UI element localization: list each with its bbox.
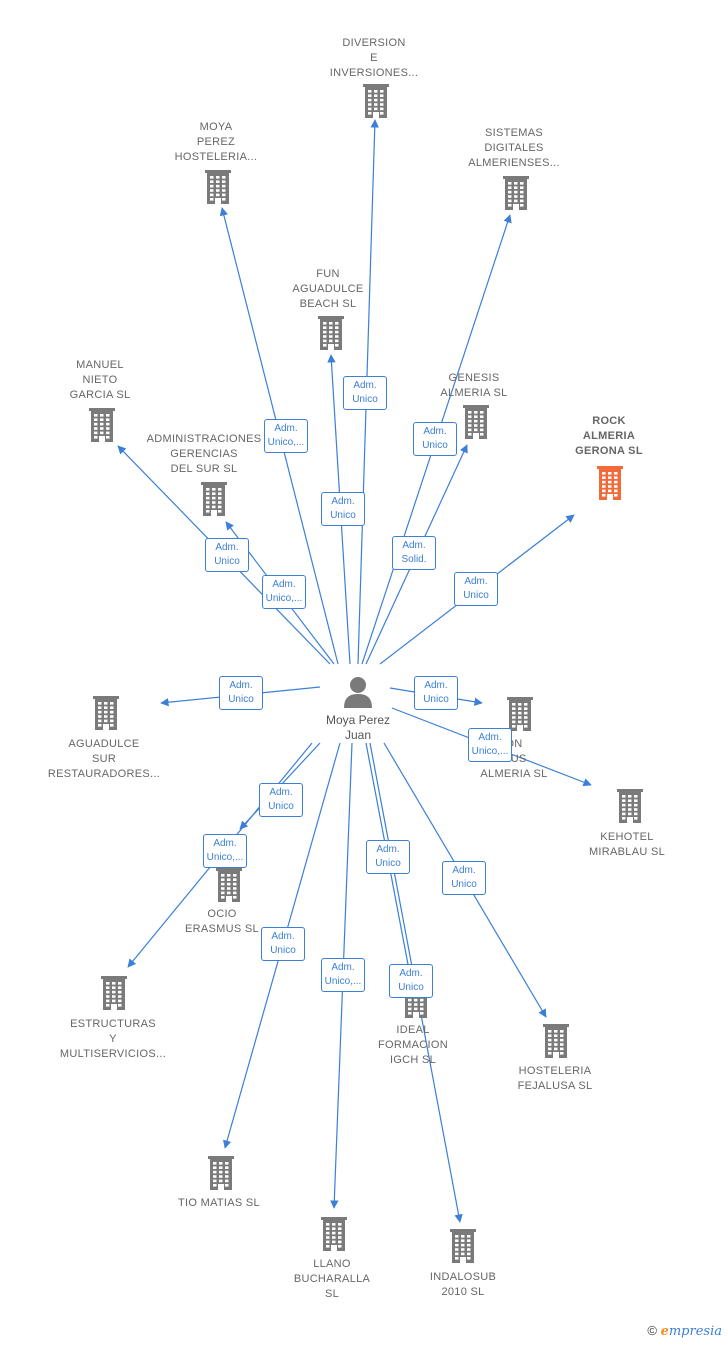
company-name: MANUEL NIETO GARCIA SL	[69, 359, 131, 401]
building-icon[interactable]	[216, 868, 242, 907]
relation-badge-genesis[interactable]: Adm. Solid.	[392, 536, 436, 570]
company-name: MOYA PEREZ HOSTELERIA...	[174, 121, 258, 163]
relation-badge-estructuras[interactable]: Adm. Unico,...	[203, 834, 247, 868]
relation-badge-manuel[interactable]: Adm. Unico	[205, 538, 249, 572]
company-name: ESTRUCTURAS Y MULTISERVICIOS...	[59, 1018, 167, 1060]
building-icon[interactable]	[450, 1229, 476, 1268]
company-node-fun[interactable]: FUN AGUADULCE BEACH SL	[263, 267, 393, 312]
company-name: DIVERSION E INVERSIONES...	[329, 37, 419, 79]
relation-badge-sistemas[interactable]: Adm. Unico	[413, 422, 457, 456]
relation-badge-diversion[interactable]: Adm. Unico	[343, 376, 387, 410]
center-person-name: Moya Perez Juan	[325, 713, 391, 742]
building-icon[interactable]	[208, 1156, 234, 1195]
company-node-moya-perez[interactable]: MOYA PEREZ HOSTELERIA...	[151, 120, 281, 165]
relation-badge-rock[interactable]: Adm. Unico	[454, 572, 498, 606]
company-name: ROCK ALMERIA GERONA SL	[575, 415, 643, 457]
company-node-administraciones[interactable]: ADMINISTRACIONES GERENCIAS DEL SUR SL	[139, 432, 269, 477]
relation-badge-llano[interactable]: Adm. Unico,...	[321, 958, 365, 992]
company-name: FUN AGUADULCE BEACH SL	[292, 268, 364, 310]
company-node-estructuras[interactable]: ESTRUCTURAS Y MULTISERVICIOS...	[48, 1017, 178, 1062]
relation-badge-administraciones[interactable]: Adm. Unico,...	[262, 575, 306, 609]
building-icon[interactable]	[101, 976, 127, 1015]
company-name: LLANO BUCHARALLA SL	[293, 1258, 371, 1300]
relation-badge-on-mus[interactable]: Adm. Unico	[414, 676, 458, 710]
company-node-aguadulce[interactable]: AGUADULCE SUR RESTAURADORES...	[39, 737, 169, 782]
building-icon[interactable]	[463, 405, 489, 444]
relation-badge-tio-matias[interactable]: Adm. Unico	[261, 927, 305, 961]
company-node-ideal[interactable]: IDEAL FORMACION IGCH SL	[348, 1023, 478, 1068]
building-icon[interactable]	[93, 696, 119, 735]
company-name: IDEAL FORMACION IGCH SL	[378, 1024, 448, 1066]
building-icon[interactable]	[318, 316, 344, 355]
relation-badge-hosteleria-fejalusa[interactable]: Adm. Unico	[442, 861, 486, 895]
center-person-node[interactable]: Moya Perez Juan	[308, 676, 408, 743]
company-name: ADMINISTRACIONES GERENCIAS DEL SUR SL	[146, 433, 262, 475]
company-node-manuel[interactable]: MANUEL NIETO GARCIA SL	[35, 358, 165, 403]
company-name: SISTEMAS DIGITALES ALMERIENSES...	[468, 127, 560, 169]
company-name: OCIO ERASMUS SL	[185, 908, 259, 935]
relation-badge-ideal[interactable]: Adm. Unico	[366, 840, 410, 874]
relation-badge-moya-perez[interactable]: Adm. Unico,...	[264, 419, 308, 453]
footer-brand: © empresia	[647, 1323, 722, 1339]
company-node-kehotel[interactable]: KEHOTEL MIRABLAU SL	[562, 830, 692, 860]
company-node-diversion[interactable]: DIVERSION E INVERSIONES...	[309, 36, 439, 81]
company-node-indalosub[interactable]: INDALOSUB 2010 SL	[398, 1270, 528, 1300]
relation-badge-indalosub[interactable]: Adm. Unico	[389, 964, 433, 998]
company-node-sistemas[interactable]: SISTEMAS DIGITALES ALMERIENSES...	[449, 126, 579, 171]
company-node-llano[interactable]: LLANO BUCHARALLA SL	[267, 1257, 397, 1302]
company-node-ocio[interactable]: OCIO ERASMUS SL	[157, 907, 287, 937]
building-icon[interactable]	[617, 789, 643, 828]
building-icon[interactable]	[205, 170, 231, 209]
company-node-genesis[interactable]: GENESIS ALMERIA SL	[409, 371, 539, 401]
company-name: AGUADULCE SUR RESTAURADORES...	[47, 738, 161, 780]
company-node-hosteleria-fejalusa[interactable]: HOSTELERIA FEJALUSA SL	[490, 1064, 620, 1094]
person-icon	[344, 677, 372, 708]
relation-badge-ocio[interactable]: Adm. Unico	[259, 783, 303, 817]
building-icon[interactable]	[201, 482, 227, 521]
company-name: GENESIS ALMERIA SL	[440, 372, 508, 399]
building-icon[interactable]	[363, 84, 389, 123]
building-icon[interactable]	[543, 1024, 569, 1063]
company-node-rock[interactable]: ROCK ALMERIA GERONA SL	[544, 414, 674, 459]
copyright-symbol: ©	[647, 1323, 657, 1338]
company-name: HOSTELERIA FEJALUSA SL	[517, 1065, 593, 1092]
building-icon[interactable]	[89, 408, 115, 447]
building-icon[interactable]	[507, 697, 533, 736]
building-icon[interactable]	[503, 176, 529, 215]
building-icon[interactable]	[597, 466, 623, 505]
company-name: TIO MATIAS SL	[178, 1197, 260, 1209]
company-node-tio-matias[interactable]: TIO MATIAS SL	[154, 1196, 284, 1211]
relation-badge-kehotel[interactable]: Adm. Unico,...	[468, 728, 512, 762]
brand-logo[interactable]: empresia	[660, 1324, 722, 1339]
relation-badge-fun[interactable]: Adm. Unico	[321, 492, 365, 526]
company-name: KEHOTEL MIRABLAU SL	[588, 831, 666, 858]
relation-badge-aguadulce[interactable]: Adm. Unico	[219, 676, 263, 710]
company-name: INDALOSUB 2010 SL	[429, 1271, 497, 1298]
building-icon[interactable]	[321, 1217, 347, 1256]
